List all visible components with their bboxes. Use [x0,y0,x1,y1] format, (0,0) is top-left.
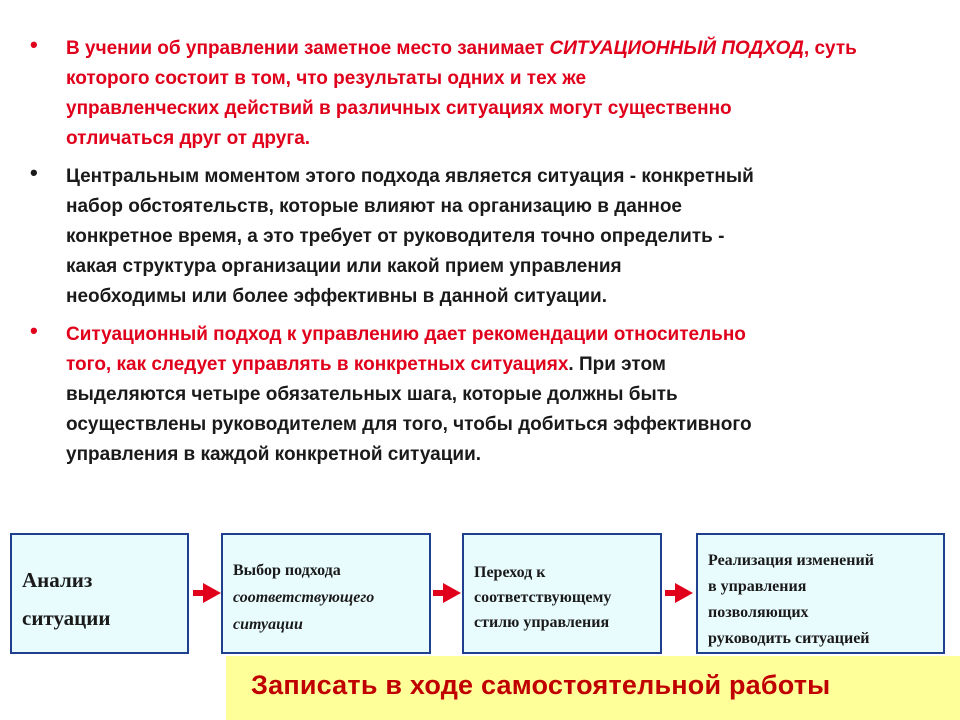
bullet-text: Ситуационный подход к управлению дает ре… [66,320,934,470]
arrow-right-icon [665,583,693,603]
arrow-right-icon [433,583,461,603]
bullet-text: В учении об управлении заметное место за… [66,34,934,154]
step-line: Выбор подхода [233,562,341,579]
step-analysis: Анализ ситуации [10,533,189,654]
step-line: стилю управления [474,614,610,631]
bullet-emphasis: СИТУАЦИОННЫЙ ПОДХОД [549,38,804,59]
bullet-red-part: Ситуационный подход к управлению дает ре… [66,324,746,375]
step-line: соответствующего [233,589,375,606]
bullet-list: • В учении об управлении заметное место … [24,32,934,478]
step-choose-approach: Выбор подхода соответствующего ситуации [221,533,431,654]
bullet-marker: • [30,32,38,57]
footer-text: Записать в ходе самостоятельной работы [251,670,831,700]
step-implement-changes: Реализация изменений в управления позвол… [696,533,945,654]
arrow-right-icon [193,583,221,603]
step-line: соответствующему [474,589,612,606]
step-line: Анализ [22,568,93,592]
step-line: в управления [708,578,807,595]
bullet-dark-part: . При этом выделяются четыре обязательны… [66,354,752,465]
bullet-marker: • [30,160,38,185]
step-line: Реализация изменений [708,552,874,569]
bullet-central-moment: • Центральным моментом этого подхода явл… [24,160,934,312]
step-line: руководить ситуацией [708,630,870,647]
step-transition-style: Переход к соответствующему стилю управле… [462,533,662,654]
bullet-rest: , суть которого состоит в том, что резул… [66,38,857,149]
bullet-text: Центральным моментом этого подхода являе… [66,166,754,307]
bullet-recommendations: • Ситуационный подход к управлению дает … [24,318,934,470]
step-line: Переход к [474,564,546,581]
footer-banner: Записать в ходе самостоятельной работы [226,656,960,720]
step-line: ситуации [233,616,303,633]
bullet-marker: • [30,318,38,343]
step-line: позволяющих [708,604,809,621]
bullet-lead: В учении об управлении заметное место за… [66,38,550,59]
bullet-situational-approach: • В учении об управлении заметное место … [24,32,934,154]
step-line: ситуации [22,606,111,630]
